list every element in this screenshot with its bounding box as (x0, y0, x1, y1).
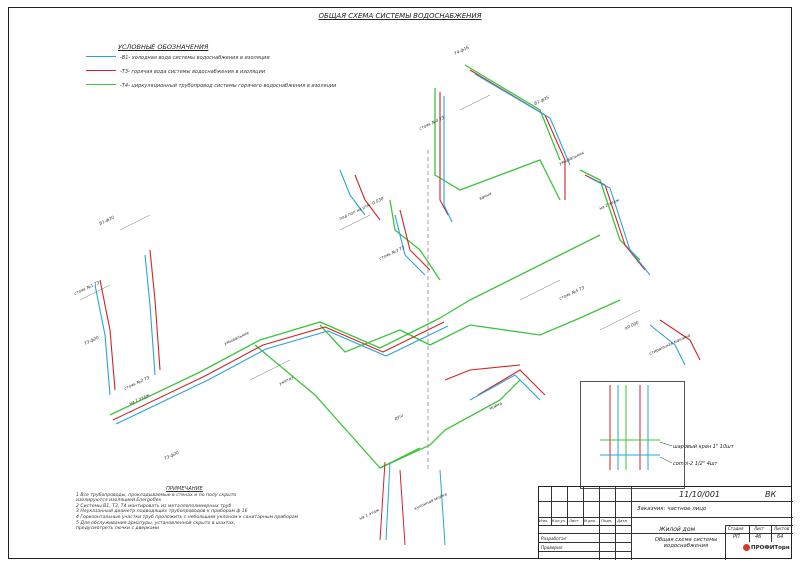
label-riser-2: стояк №2 Т3 (123, 375, 150, 391)
label-t3-20-b: Т3-ф20 (163, 450, 180, 461)
notes-heading: ПРИМЕЧАНИЕ (166, 486, 203, 492)
label-riser-5: стояк №5 Т3 (558, 285, 585, 301)
tb-sheet-no: 46 (755, 534, 762, 540)
label-ball-valve: шаровый кран 1" 10шт (673, 444, 735, 450)
tb-stage: РП (733, 534, 740, 540)
legend-swatch-cold (86, 56, 116, 57)
label-b1-25: В1-ф25 (533, 94, 550, 105)
title-block: 11/10/001 ВК Заказчик: частное лицо Изм.… (538, 486, 793, 560)
label-basin-a: умывальник (222, 330, 250, 347)
label-shower: душ (392, 412, 404, 421)
label-washer: стиральная машина (648, 332, 691, 356)
page-title: ОБЩАЯ СХЕМА СИСТЕМЫ ВОДОСНАБЖЕНИЯ (318, 12, 482, 20)
legend-swatch-hot (86, 70, 116, 71)
note-line: изолируются изоляцией Energoflex (76, 498, 162, 504)
inset-detail (600, 385, 660, 470)
legend-heading: УСЛОВНЫЕ ОБОЗНАЧЕНИЯ (118, 43, 209, 51)
tb-sheets-total: 64 (777, 534, 784, 540)
label-mark: ±0.000 (623, 320, 639, 331)
label-riser-3: стояк №3 Т3 (378, 245, 405, 261)
tb-sheet-title: Общая схема системы водоснабжения (654, 537, 718, 549)
label-sink: мойка (488, 400, 503, 410)
label-t3-20-a: Т3-ф20 (83, 335, 100, 346)
note-line: 5 Для обслуживания арматуры, установленн… (76, 520, 236, 526)
label-b1-20-a: В1-ф20 (98, 214, 115, 225)
hot-water-pipes (99, 69, 701, 421)
label-wc-a: унитаз (277, 375, 294, 387)
tb-sheet-label: Лист (754, 526, 765, 531)
cold-water-pipes (94, 73, 686, 425)
tb-hdr-doc: N док. (584, 518, 597, 523)
notes-block: ПРИМЕЧАНИЕ 1 Все трубопроводы, прокладыв… (76, 486, 376, 532)
drawing-sheet (8, 7, 792, 559)
note-line: 1 Все трубопроводы, прокладываемые в сте… (76, 492, 237, 498)
label-riser-4: стояк №4 Т3 (418, 115, 445, 131)
tb-customer: Заказчик: частное лицо (637, 506, 707, 512)
hot-drops (379, 461, 406, 546)
note-line: предусмотреть лючки с дверками (76, 526, 160, 532)
note-line: 3 Неуказанный диаметр подводящих трубопр… (76, 509, 248, 515)
tb-hdr-date: Дата (617, 518, 627, 523)
tb-role-checker: Проверил (541, 545, 563, 550)
company-logo: ПРОФИТорн (743, 544, 790, 551)
detail-inset (580, 381, 685, 489)
legend-swatch-circ (86, 84, 116, 85)
tb-object: Жилой дом (659, 526, 696, 533)
label-bath: ванна (478, 191, 492, 201)
note-line: 4 Горизонтальные участки труб проложить … (76, 514, 299, 520)
tb-code: 11/10/001 (679, 490, 721, 499)
label-combi: combi-2 1/2" 4шт (673, 461, 719, 467)
note-line: 2 Системы В1, Т3, Т4 монтировать из мета… (76, 503, 232, 509)
tb-stage-label: Стадия (728, 526, 744, 531)
cold-drops (385, 461, 446, 546)
tb-sheets-label: Листов (774, 526, 789, 531)
tb-role-developer: Разработал (541, 536, 567, 541)
tb-hdr-list: Лист (569, 518, 579, 523)
tb-stamp: ВК (765, 490, 777, 499)
circulation-pipes (109, 64, 641, 469)
tb-hdr-sign: Подп. (601, 518, 613, 523)
tb-hdr-izm: Изм. (539, 518, 548, 523)
leader-lines (79, 94, 641, 381)
tb-hdr-kol: Кол.уч (552, 518, 566, 523)
logo-mark-icon (743, 544, 750, 551)
label-t4-16: Т4-ф16 (453, 45, 470, 56)
